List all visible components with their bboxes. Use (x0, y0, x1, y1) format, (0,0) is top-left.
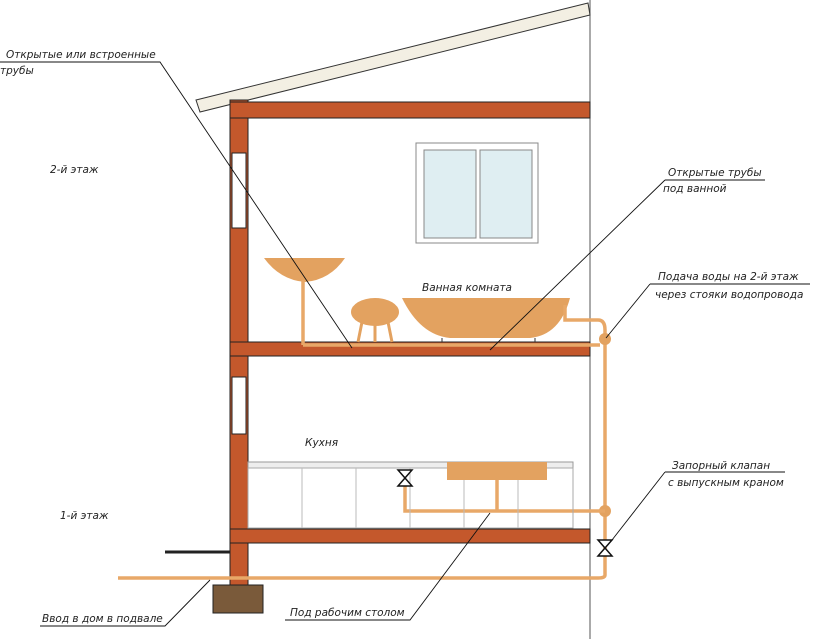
window (415, 142, 539, 244)
label-open-pipes: Открытые трубы (668, 167, 762, 179)
sink-fixture (264, 258, 345, 282)
wall-window-upper (231, 152, 247, 229)
label-floor2: 2-й этаж (50, 164, 99, 176)
kitchen-sink (447, 462, 547, 480)
valve-icon-kitchen (396, 469, 414, 487)
label-floor1: 1-й этаж (60, 510, 109, 522)
label-supply-2: через стояки водопровода (655, 289, 803, 301)
label-under-counter: Под рабочим столом (290, 607, 405, 619)
riser-pipe (118, 305, 607, 580)
label-open-or-built-in: Открытые или встроенные (6, 49, 156, 61)
roof (195, 2, 591, 113)
label-open-pipes-2: под ванной (663, 183, 727, 195)
valve-icon-main (596, 539, 614, 557)
floor1-slab (229, 528, 591, 544)
toilet-fixture (351, 298, 399, 326)
ceiling-slab (229, 101, 591, 119)
label-supply: Подача воды на 2-й этаж (658, 271, 799, 283)
label-basement-entry: Ввод в дом в подвале (42, 613, 163, 625)
bathtub (402, 298, 570, 338)
label-open-or-built-in-2: трубы (0, 65, 34, 77)
label-bathroom: Ванная комната (422, 282, 512, 294)
label-valve: Запорный клапан (672, 460, 770, 472)
label-kitchen: Кухня (305, 437, 338, 449)
wall-window-lower (231, 376, 247, 435)
pipe-kitchen (403, 480, 605, 513)
foundation (212, 584, 264, 614)
label-valve-2: с выпускным краном (668, 477, 784, 489)
